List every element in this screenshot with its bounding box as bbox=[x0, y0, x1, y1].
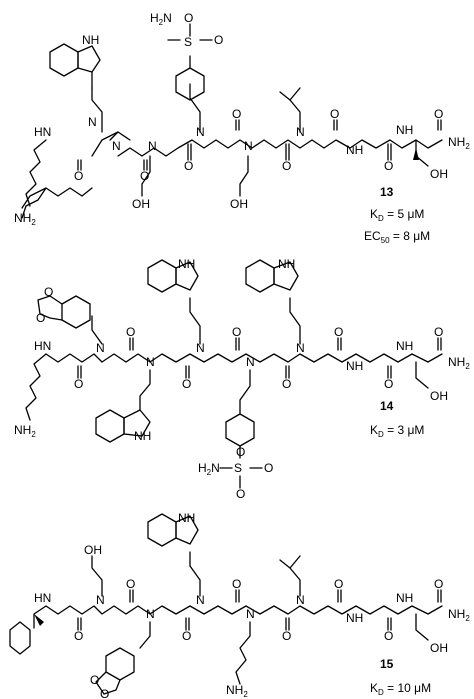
atom-o: O bbox=[334, 325, 343, 339]
atom-n: N bbox=[96, 593, 105, 607]
atom-hn: HN bbox=[34, 339, 51, 353]
atom-h2n: H2N bbox=[198, 461, 220, 477]
atom-nh: NH bbox=[346, 143, 363, 157]
atom-o: O bbox=[282, 629, 291, 643]
atom-o: O bbox=[282, 377, 291, 391]
atom-o: O bbox=[330, 107, 339, 121]
atom-n: N bbox=[296, 125, 305, 139]
kd-value: KD = 10 μM bbox=[370, 681, 431, 697]
kd-value: KD = 3 μM bbox=[370, 423, 424, 439]
atom-oh: OH bbox=[132, 197, 150, 211]
atom-nh: NH bbox=[278, 257, 295, 271]
compound-15-label: 15 KD = 10 μM bbox=[370, 657, 431, 697]
compound-13-structure bbox=[21, 23, 443, 219]
atom-nh: NH bbox=[346, 611, 363, 625]
atom-o: O bbox=[74, 169, 83, 183]
atom-o: O bbox=[182, 377, 191, 391]
compound-15-structure bbox=[9, 513, 443, 695]
compound-14-structure bbox=[25, 259, 443, 489]
atom-n: N bbox=[88, 115, 97, 129]
atom-nh: NH bbox=[346, 359, 363, 373]
atom-nh: NH bbox=[134, 429, 151, 443]
atom-o: O bbox=[90, 673, 99, 687]
atom-nh: NH bbox=[82, 33, 99, 47]
atom-oh: OH bbox=[430, 389, 448, 403]
ec50-value: EC50 = 8 μM bbox=[364, 229, 430, 245]
atom-n: N bbox=[196, 593, 205, 607]
atom-o: O bbox=[126, 577, 135, 591]
atom-o: O bbox=[232, 107, 241, 121]
atom-n: N bbox=[112, 139, 121, 153]
atom-n: N bbox=[96, 341, 105, 355]
atom-o: O bbox=[184, 11, 193, 25]
compound-13-atoms: N N N N N N HN NH NH NH O O O O O O O O … bbox=[14, 11, 470, 227]
compound-14-label: 14 KD = 3 μM bbox=[370, 399, 424, 439]
atom-nh2: NH2 bbox=[14, 423, 36, 439]
atom-o: O bbox=[264, 461, 273, 475]
atom-n: N bbox=[296, 341, 305, 355]
atom-n: N bbox=[196, 341, 205, 355]
atom-o: O bbox=[236, 487, 245, 501]
compound-number: 14 bbox=[380, 399, 394, 413]
atom-o: O bbox=[36, 311, 45, 325]
atom-oh: OH bbox=[84, 543, 102, 557]
atom-o: O bbox=[384, 629, 393, 643]
compound-number: 13 bbox=[380, 185, 394, 199]
atom-o: O bbox=[126, 325, 135, 339]
atom-n: N bbox=[296, 593, 305, 607]
atom-nh: NH bbox=[178, 511, 195, 525]
atom-o: O bbox=[384, 377, 393, 391]
compound-13-label: 13 KD = 5 μM EC50 = 8 μM bbox=[364, 185, 430, 245]
atom-n: N bbox=[146, 355, 155, 369]
atom-nh2: NH2 bbox=[448, 355, 470, 371]
atom-o: O bbox=[44, 285, 53, 299]
atom-n: N bbox=[196, 125, 205, 139]
atom-n: N bbox=[148, 139, 157, 153]
atom-nh: NH bbox=[178, 257, 195, 271]
atom-o: O bbox=[236, 445, 245, 459]
atom-n: N bbox=[246, 355, 255, 369]
kd-value: KD = 5 μM bbox=[370, 207, 424, 223]
atom-s: S bbox=[234, 461, 242, 475]
atom-o: O bbox=[140, 169, 149, 183]
atom-nh: NH bbox=[396, 591, 413, 605]
atom-s: S bbox=[184, 35, 192, 49]
atom-oh: OH bbox=[430, 641, 448, 655]
atom-o: O bbox=[74, 629, 83, 643]
atom-hn: HN bbox=[34, 591, 51, 605]
atom-oh: OH bbox=[230, 197, 248, 211]
atom-n: N bbox=[146, 607, 155, 621]
compound-14-atoms: N N N N N HN NH NH NH NH NH O O O O O O … bbox=[14, 257, 470, 501]
atom-o: O bbox=[182, 629, 191, 643]
atom-o: O bbox=[100, 687, 109, 699]
atom-o: O bbox=[74, 377, 83, 391]
atom-o: O bbox=[214, 33, 223, 47]
atom-nh2: NH2 bbox=[448, 607, 470, 623]
atom-hn: HN bbox=[34, 125, 51, 139]
atom-o: O bbox=[282, 159, 291, 173]
atom-o: O bbox=[384, 159, 393, 173]
atom-o: O bbox=[184, 159, 193, 173]
atom-nh2: NH2 bbox=[14, 211, 36, 227]
atom-h2n: H2N bbox=[150, 11, 172, 27]
atom-nh2: NH2 bbox=[448, 135, 470, 151]
atom-o: O bbox=[434, 325, 443, 339]
compound-number: 15 bbox=[380, 657, 394, 671]
atom-o: O bbox=[232, 325, 241, 339]
atom-nh2: NH2 bbox=[226, 683, 248, 699]
atom-nh: NH bbox=[396, 339, 413, 353]
atom-nh: NH bbox=[396, 123, 413, 137]
atom-n: N bbox=[244, 139, 253, 153]
atom-oh: OH bbox=[430, 167, 448, 181]
atom-o: O bbox=[434, 577, 443, 591]
atom-n: N bbox=[246, 607, 255, 621]
atom-o: O bbox=[232, 577, 241, 591]
atom-o: O bbox=[334, 577, 343, 591]
compound-15-atoms: N N N N N HN NH NH NH OH O O O O O O O O… bbox=[34, 511, 470, 699]
atom-o: O bbox=[434, 107, 443, 121]
